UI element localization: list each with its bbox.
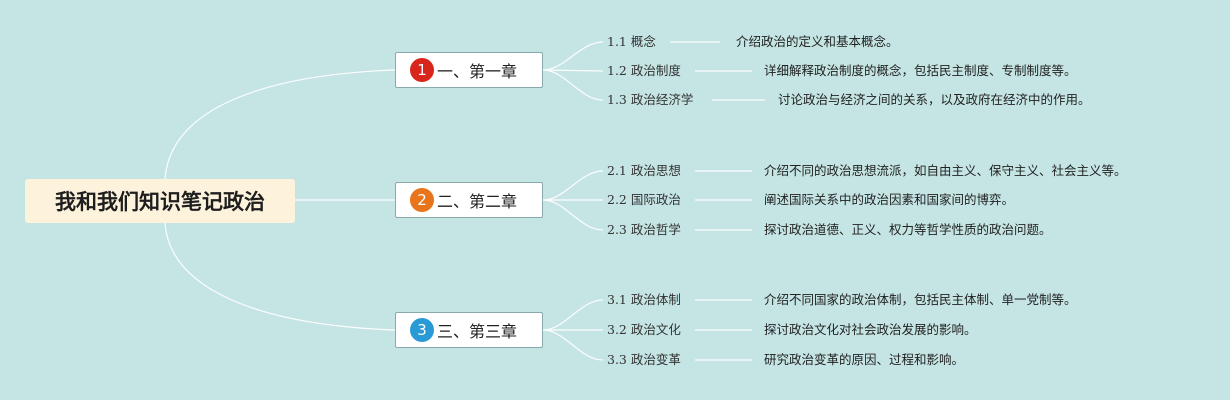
root-to-chapter-3-line <box>164 222 396 331</box>
chapter-3-title: 三、第三章 <box>437 322 518 341</box>
section-1-1-desc[interactable]: 介绍政治的定义和基本概念。 <box>736 34 899 49</box>
chapter-2-branch-3 <box>542 199 604 231</box>
chapter-1-branch-1 <box>542 41 604 71</box>
root-to-chapter-1-line <box>164 69 396 180</box>
number-1-icon: 1 <box>410 58 434 82</box>
section-3-2-desc[interactable]: 探讨政治文化对社会政治发展的影响。 <box>764 322 977 337</box>
root-topic[interactable]: 我和我们知识笔记政治 <box>25 179 295 223</box>
section-1-2-label[interactable]: 1.2 政治制度 <box>607 63 681 78</box>
chapter-3-branch-1 <box>542 299 604 331</box>
section-3-3-desc[interactable]: 研究政治变革的原因、过程和影响。 <box>764 352 965 367</box>
chapter-2-branch-1 <box>542 170 604 201</box>
section-3-2-label[interactable]: 3.2 政治文化 <box>607 322 681 337</box>
section-3-1-desc[interactable]: 介绍不同国家的政治体制，包括民主体制、单一党制等。 <box>764 292 1077 307</box>
chapter-1-node[interactable]: 1 一、第一章 <box>395 52 543 88</box>
section-2-1-desc[interactable]: 介绍不同的政治思想流派，如自由主义、保守主义、社会主义等。 <box>764 163 1127 178</box>
number-2-icon: 2 <box>410 188 434 212</box>
section-2-2-label[interactable]: 2.2 国际政治 <box>607 192 681 207</box>
chapter-2-title: 二、第二章 <box>437 192 518 211</box>
section-3-1-label[interactable]: 3.1 政治体制 <box>607 292 681 307</box>
section-1-3-label[interactable]: 1.3 政治经济学 <box>607 92 694 107</box>
number-3-icon: 3 <box>410 318 434 342</box>
chapter-1-title: 一、第一章 <box>437 62 518 81</box>
chapter-1-branch-3 <box>542 69 604 101</box>
section-1-3-desc[interactable]: 讨论政治与经济之间的关系，以及政府在经济中的作用。 <box>778 92 1091 107</box>
section-2-3-label[interactable]: 2.3 政治哲学 <box>607 222 681 237</box>
chapter-3-branch-3 <box>542 329 604 361</box>
chapter-2-node[interactable]: 2 二、第二章 <box>395 182 543 218</box>
chapter-1-branch-2 <box>542 69 604 72</box>
section-2-2-desc[interactable]: 阐述国际关系中的政治因素和国家间的博弈。 <box>764 192 1015 207</box>
root-title: 我和我们知识笔记政治 <box>55 190 265 214</box>
chapter-3-node[interactable]: 3 三、第三章 <box>395 312 543 348</box>
section-2-3-desc[interactable]: 探讨政治道德、正义、权力等哲学性质的政治问题。 <box>764 222 1052 237</box>
section-2-1-label[interactable]: 2.1 政治思想 <box>607 163 681 178</box>
section-3-3-label[interactable]: 3.3 政治变革 <box>607 352 681 367</box>
section-1-2-desc[interactable]: 详细解释政治制度的概念，包括民主制度、专制制度等。 <box>764 63 1077 78</box>
section-1-1-label[interactable]: 1.1 概念 <box>607 34 656 49</box>
